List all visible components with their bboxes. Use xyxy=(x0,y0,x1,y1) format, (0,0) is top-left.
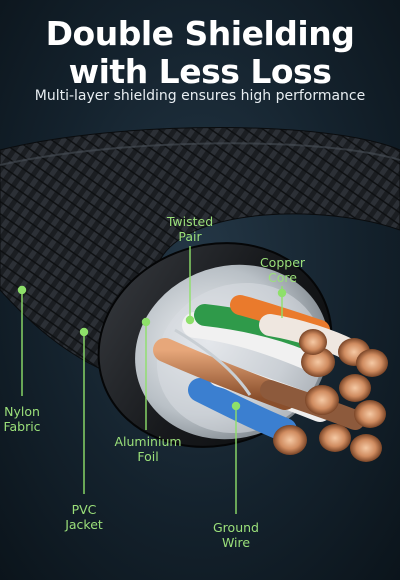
ground-wire-label: Ground Wire xyxy=(213,520,259,550)
twisted-pair-label: Twisted Pair xyxy=(166,214,214,244)
copper-core-label: Copper Core xyxy=(259,255,306,285)
nylon-braid-cable xyxy=(0,127,400,381)
nylon-fabric-label: Nylon Fabric xyxy=(3,404,41,434)
ground-wire-strand xyxy=(174,328,252,396)
aluminium-foil-label: Aluminium Foil xyxy=(114,434,182,464)
pvc-jacket-label: PVC Jacket xyxy=(65,502,103,532)
callout-leaders xyxy=(17,246,287,514)
headline-line-1: Double Shielding xyxy=(45,14,355,53)
cable-highlight xyxy=(0,142,400,166)
subtitle: Multi-layer shielding ensures high perfo… xyxy=(34,88,366,104)
headline-line-2: with Less Loss xyxy=(68,52,332,91)
copper-core-ends xyxy=(273,329,388,462)
